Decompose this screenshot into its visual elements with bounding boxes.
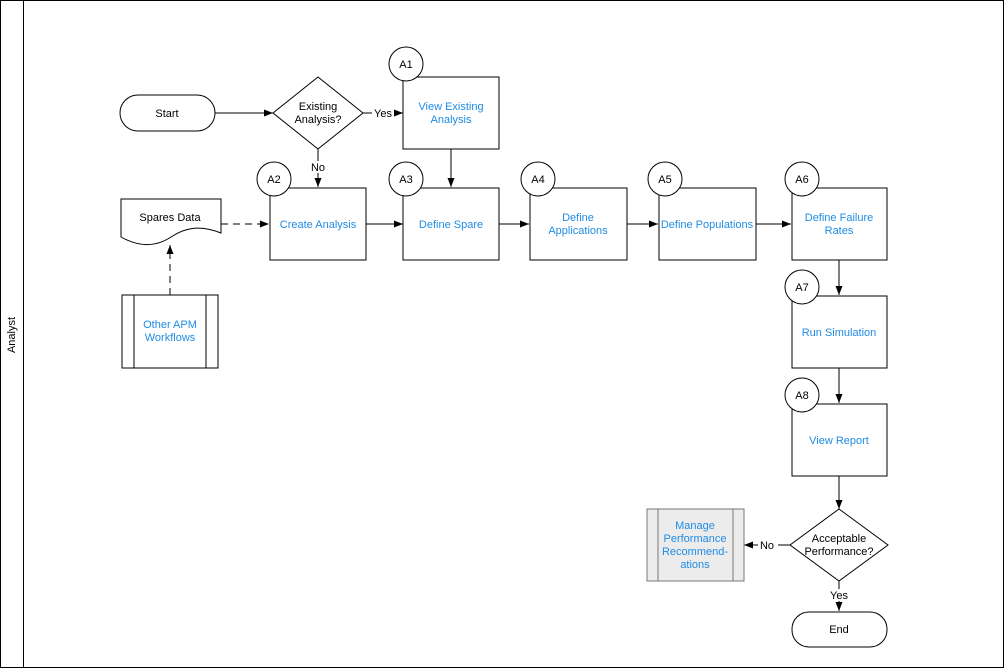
- end-terminator[interactable]: End: [791, 611, 888, 648]
- manage-line-2: Performance: [664, 533, 727, 545]
- start-label: Start: [155, 108, 178, 120]
- spares-data-document: Spares Data: [120, 198, 222, 245]
- step-badge-a3: A3: [388, 161, 424, 197]
- edge-label-no-top: No: [311, 162, 325, 174]
- other-apm-line-2: Workflows: [145, 332, 196, 344]
- define-applications-line-2: Applications: [548, 225, 608, 237]
- view-report-step[interactable]: View Report: [791, 403, 888, 477]
- other-apm-line-1: Other APM: [143, 319, 197, 331]
- step-badge-a1: A1: [388, 46, 424, 82]
- define-spare-label: Define Spare: [419, 219, 483, 231]
- define-failure-rates-step[interactable]: Define Failure Rates: [791, 187, 888, 261]
- existing-decision-line-1: Existing: [299, 101, 338, 113]
- manage-performance-recommendations-subprocess[interactable]: Manage Performance Recommend- ations: [646, 508, 745, 582]
- swimlane-header: Analyst: [1, 1, 24, 667]
- edge-label-no-bottom: No: [760, 540, 774, 552]
- run-simulation-label: Run Simulation: [802, 327, 877, 339]
- step-badge-a5: A5: [647, 161, 683, 197]
- step-badge-a8: A8: [784, 377, 820, 413]
- view-existing-line-1: View Existing: [418, 101, 483, 113]
- create-analysis-label: Create Analysis: [280, 219, 357, 231]
- spares-data-label: Spares Data: [139, 212, 201, 224]
- manage-line-3: Recommend-: [662, 546, 728, 558]
- manage-line-4: ations: [680, 559, 710, 571]
- step-badge-a5-label: A5: [658, 174, 671, 186]
- step-badge-a3-label: A3: [399, 174, 412, 186]
- step-badge-a7-label: A7: [795, 282, 808, 294]
- define-applications-step[interactable]: Define Applications: [529, 187, 628, 261]
- step-badge-a4: A4: [520, 161, 556, 197]
- define-populations-label: Define Populations: [661, 219, 754, 231]
- existing-analysis-decision[interactable]: Existing Analysis?: [272, 76, 364, 150]
- run-simulation-step[interactable]: Run Simulation: [791, 295, 888, 369]
- view-existing-analysis-step[interactable]: View Existing Analysis: [402, 76, 500, 150]
- acceptable-decision-line-2: Performance?: [804, 546, 873, 558]
- edge-label-yes-bottom: Yes: [830, 590, 848, 602]
- step-badge-a6: A6: [784, 161, 820, 197]
- define-populations-step[interactable]: Define Populations: [658, 187, 757, 261]
- acceptable-decision-line-1: Acceptable: [812, 533, 866, 545]
- define-failure-rates-line-1: Define Failure: [805, 212, 873, 224]
- define-applications-line-1: Define: [562, 212, 594, 224]
- step-badge-a8-label: A8: [795, 390, 808, 402]
- define-spare-step[interactable]: Define Spare: [402, 187, 500, 261]
- step-badge-a7: A7: [784, 269, 820, 305]
- step-badge-a2-label: A2: [267, 174, 280, 186]
- step-badge-a6-label: A6: [795, 174, 808, 186]
- existing-decision-line-2: Analysis?: [294, 114, 341, 126]
- start-terminator[interactable]: Start: [119, 94, 216, 132]
- end-label: End: [829, 624, 849, 636]
- other-apm-workflows-subprocess[interactable]: Other APM Workflows: [121, 294, 219, 369]
- step-badge-a1-label: A1: [399, 59, 412, 71]
- edge-label-yes-top: Yes: [374, 108, 392, 120]
- acceptable-performance-decision[interactable]: Acceptable Performance?: [789, 508, 889, 582]
- view-existing-line-2: Analysis: [431, 114, 472, 126]
- connectors: [166, 109, 843, 611]
- manage-line-1: Manage: [675, 520, 715, 532]
- step-badge-a2: A2: [256, 161, 292, 197]
- define-failure-rates-line-2: Rates: [825, 225, 854, 237]
- create-analysis-step[interactable]: Create Analysis: [269, 187, 367, 261]
- view-report-label: View Report: [809, 435, 869, 447]
- step-badge-a4-label: A4: [531, 174, 544, 186]
